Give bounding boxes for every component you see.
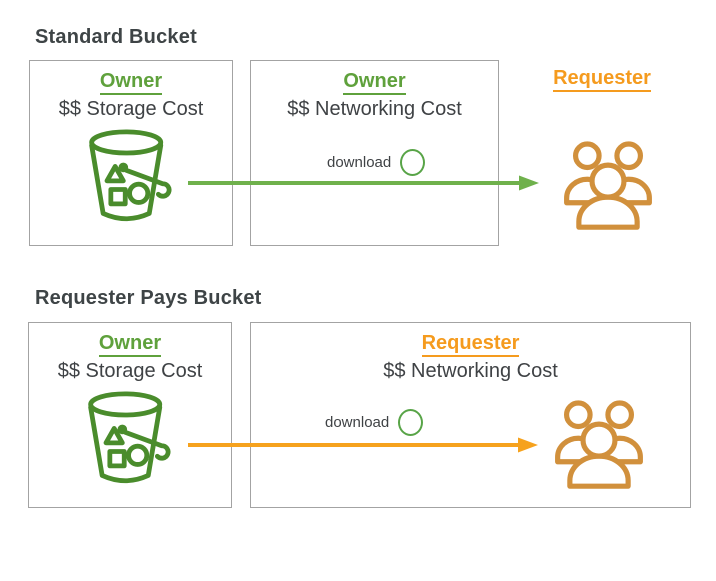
download-circle-icon <box>400 149 426 176</box>
standard-networking-box: Owner $$ Networking Cost download <box>250 60 499 246</box>
requester-pays-section-title: Requester Pays Bucket <box>35 287 262 309</box>
requester-pays-networking-role-wrap: Requester <box>251 323 690 357</box>
standard-requester-label-wrap: Requester <box>537 67 667 92</box>
arrow-right-green <box>188 175 539 191</box>
requester-pays-download-label: download <box>325 414 390 431</box>
requester-pays-storage-box: Owner $$ Storage Cost <box>28 322 232 508</box>
standard-storage-role-wrap: Owner <box>30 61 232 95</box>
requester-pays-storage-role-wrap: Owner <box>29 323 231 357</box>
s3-bucket-icon <box>89 129 172 222</box>
requester-pays-storage-role: Owner <box>98 332 162 357</box>
standard-download-row: download <box>327 149 426 176</box>
arrow-right-orange <box>188 437 538 453</box>
requester-pays-download-row: download <box>325 409 424 436</box>
standard-networking-role-wrap: Owner <box>251 61 498 95</box>
standard-networking-cost: $$ Networking Cost <box>287 98 462 120</box>
s3-bucket-icon <box>88 391 171 484</box>
requester-pays-networking-role: Requester <box>421 332 520 357</box>
standard-requester-label: Requester <box>553 67 651 92</box>
users-group-icon <box>564 141 652 230</box>
standard-storage-role: Owner <box>99 70 163 95</box>
requester-pays-networking-cost: $$ Networking Cost <box>383 360 558 382</box>
users-group-icon <box>555 400 643 489</box>
standard-networking-role: Owner <box>343 70 406 95</box>
standard-storage-box: Owner $$ Storage Cost <box>29 60 233 246</box>
requester-pays-networking-box: Requester $$ Networking Cost download <box>250 322 691 508</box>
requester-pays-storage-cost: $$ Storage Cost <box>57 360 203 382</box>
standard-storage-cost: $$ Storage Cost <box>58 98 204 120</box>
download-circle-icon <box>398 409 424 436</box>
standard-download-label: download <box>327 154 392 171</box>
standard-section-title: Standard Bucket <box>35 26 197 48</box>
